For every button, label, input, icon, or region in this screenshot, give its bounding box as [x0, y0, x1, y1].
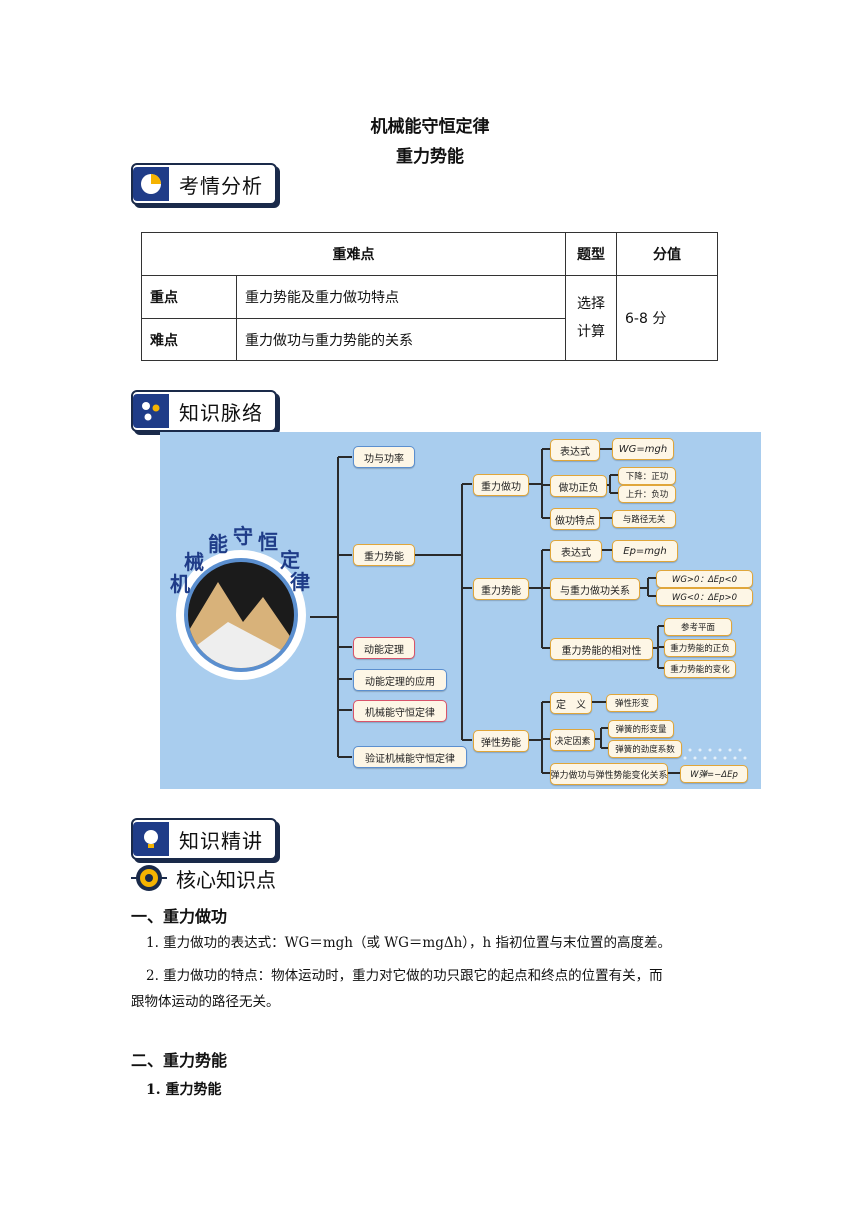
node-gw-expr: WG=mgh	[612, 438, 674, 460]
node-reference-plane: 参考平面	[664, 618, 732, 636]
table-header-row: 重难点 题型 分值	[141, 232, 718, 276]
node-epe-definition: 定 义	[550, 692, 592, 714]
table-row: 难点 重力做功与重力势能的关系	[141, 318, 718, 361]
table-row: 重点 重力势能及重力做功特点 选择 计算 6-8 分	[141, 275, 718, 361]
table-cell-score: 6-8 分	[616, 275, 718, 361]
node-verify-conservation: 验证机械能守恒定律	[353, 746, 467, 768]
target-icon	[131, 861, 167, 895]
node-gpe-sub: 重力势能	[473, 578, 529, 600]
node-gpe: 重力势能	[353, 544, 415, 566]
node-work-sign: 做功正负	[550, 475, 607, 497]
node-work-power: 功与功率	[353, 446, 415, 468]
node-ascend: 上升：负功	[618, 485, 676, 503]
paragraph: 2. 重力做功的特点：物体运动时，重力对它做的功只跟它的起点和终点的位置有关，而	[146, 968, 663, 984]
mindmap: 机 械 能 守 恒 定 律 功与功率 重力势能 动能定理 动能定理的应用 机械能…	[160, 432, 761, 789]
pie-chart-icon	[133, 167, 169, 201]
page-subtitle: 重力势能	[396, 147, 464, 167]
type-line: 计算	[577, 324, 605, 340]
exam-table: 重难点 题型 分值 重点 重力势能及重力做功特点 选择 计算 6-8 分 难点 …	[141, 232, 718, 361]
node-spring-constant: 弹簧的劲度系数	[608, 740, 682, 758]
center-char: 械	[184, 550, 204, 574]
paragraph: 1. 重力做功的表达式：WG＝mgh（或 WG＝mgΔh），h 指初位置与末位置…	[146, 935, 672, 951]
table-header: 重难点	[141, 232, 566, 276]
node-expression: 表达式	[550, 439, 600, 461]
center-char: 律	[290, 570, 310, 594]
core-title: 核心知识点	[176, 868, 276, 892]
node-spring-deformation: 弹簧的形变量	[608, 720, 674, 738]
node-work-feature: 做功特点	[550, 508, 600, 530]
mountain-image	[188, 562, 294, 668]
node-epe-factors: 决定因素	[550, 729, 595, 751]
node-gpe-sign: 重力势能的正负	[664, 639, 736, 657]
center-char: 恒	[258, 530, 278, 554]
lightbulb-icon	[133, 822, 169, 856]
node-wg-positive: WG>0：ΔEp<0	[656, 570, 753, 588]
paragraph: 跟物体运动的路径无关。	[131, 994, 280, 1010]
node-gpe-expr: Ep=mgh	[612, 540, 678, 562]
table-cell: 重点	[141, 275, 237, 319]
table-header: 分值	[616, 232, 718, 276]
badge-label: 知识精讲	[179, 828, 263, 853]
table-cell-type: 选择 计算	[565, 275, 617, 361]
knowledge-lecture-badge: 知识精讲	[131, 818, 277, 860]
node-wg-negative: WG<0：ΔEp>0	[656, 588, 753, 606]
node-epe-formula: W弹=−ΔEp	[680, 765, 748, 783]
node-gpe-relation: 与重力做功关系	[550, 578, 640, 600]
subsection-title: 1. 重力势能	[146, 1082, 222, 1098]
node-descend: 下降：正功	[618, 467, 676, 485]
table-cell: 难点	[141, 318, 237, 361]
node-kinetic-theorem: 动能定理	[353, 637, 415, 659]
badge-label: 考情分析	[179, 173, 263, 198]
table-cell: 重力势能及重力做功特点	[236, 275, 566, 319]
section-title: 一、重力做功	[131, 907, 228, 926]
node-epe: 弹性势能	[473, 730, 529, 752]
mindmap-lines	[310, 448, 747, 774]
badge-label: 知识脉络	[179, 400, 263, 425]
node-gpe-change: 重力势能的变化	[664, 660, 736, 678]
node-conservation: 机械能守恒定律	[353, 700, 447, 722]
node-path-independent: 与路径无关	[612, 510, 676, 528]
page-title: 机械能守恒定律	[370, 117, 490, 137]
center-char: 机	[170, 572, 190, 596]
center-char: 守	[233, 524, 253, 548]
knowledge-map-badge: 知识脉络	[131, 390, 277, 432]
center-char: 定	[280, 548, 300, 572]
node-gpe-relativity: 重力势能的相对性	[550, 638, 653, 660]
node-epe-relation: 弹力做功与弹性势能变化关系	[550, 763, 668, 785]
table-cell: 重力做功与重力势能的关系	[236, 318, 566, 361]
center-char: 能	[208, 532, 228, 556]
table-header: 题型	[565, 232, 617, 276]
node-gpe-expression: 表达式	[550, 540, 602, 562]
node-gravity-work: 重力做功	[473, 474, 529, 496]
node-elastic-deformation: 弹性形变	[606, 694, 658, 712]
node-kinetic-application: 动能定理的应用	[353, 669, 447, 691]
network-icon	[133, 394, 169, 428]
type-line: 选择	[577, 296, 605, 312]
exam-analysis-badge: 考情分析	[131, 163, 277, 205]
section-title: 二、重力势能	[131, 1051, 228, 1070]
